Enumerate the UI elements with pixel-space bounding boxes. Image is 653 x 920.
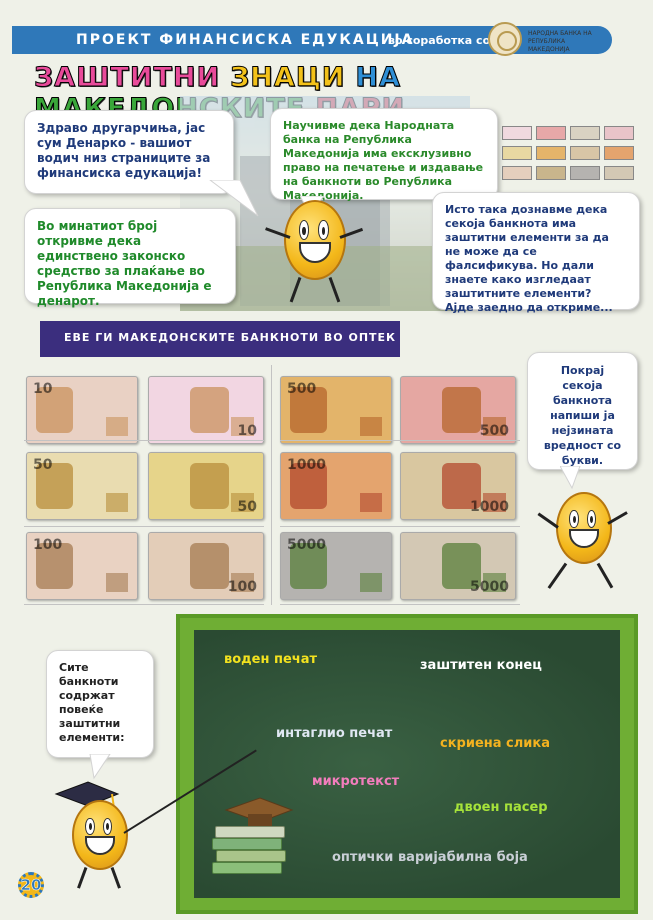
answer-line — [280, 604, 520, 605]
bank-seal-icon — [488, 22, 522, 56]
banknote-value: 10 — [237, 423, 257, 439]
security-term: двоен пасер — [454, 800, 548, 815]
bubble-learned: Научивме дека Народната банка на Републи… — [270, 108, 498, 202]
bubble-tail — [89, 754, 111, 780]
section-ribbon — [18, 321, 400, 363]
main-title-word: ЗНАЦИ — [230, 62, 346, 94]
banknote-back: 1000 — [400, 452, 516, 520]
main-title-word: ЗАШТИТНИ — [33, 62, 221, 94]
bank-name: НАРОДНА БАНКА НА РЕПУБЛИКА МАКЕДОНИЈА — [528, 30, 592, 53]
security-term: заштитен конец — [420, 658, 542, 673]
bubble-previous: Во минатиот број откривме дека единствен… — [24, 208, 236, 308]
banknote-front: 10 — [26, 376, 138, 444]
denarko-mascot — [556, 492, 612, 564]
banknote-back: 100 — [148, 532, 264, 600]
grid-divider — [271, 365, 272, 605]
header-title: ПРОЕКТ ФИНАНСИСКА ЕДУКАЦИЈА — [76, 32, 415, 48]
banknote-back: 10 — [148, 376, 264, 444]
bubble-tail — [209, 180, 259, 217]
banknote-value: 100 — [33, 537, 63, 553]
section-ribbon-title: ЕВЕ ГИ МАКЕДОНСКИТЕ БАНКНОТИ ВО ОПТЕК — [64, 331, 397, 344]
banknote-value: 10 — [33, 381, 53, 397]
banknote-value: 1000 — [470, 499, 509, 515]
bubble-intro: Здраво другарчиња, јас сум Денарко - ваш… — [24, 110, 234, 194]
page-number: 20 — [14, 872, 50, 898]
header-collab-text: во соработка со — [388, 34, 491, 47]
banknote-value: 500 — [479, 423, 509, 439]
banknote-value: 50 — [237, 499, 257, 515]
banknote-front: 5000 — [280, 532, 392, 600]
answer-line — [24, 440, 264, 441]
main-title-word: НА — [355, 62, 401, 94]
banknote-front: 100 — [26, 532, 138, 600]
security-term: оптички варијабилна боја — [332, 850, 528, 865]
security-term: микротекст — [312, 774, 400, 789]
banknote-value: 100 — [227, 579, 257, 595]
answer-line — [24, 604, 264, 605]
banknote-back: 50 — [148, 452, 264, 520]
answer-line — [24, 526, 264, 527]
question-cta: Ајде заедно да откриме... — [445, 301, 613, 314]
graduation-cap-icon — [224, 797, 294, 826]
banknote-value: 5000 — [470, 579, 509, 595]
banknote-thumbnails — [502, 126, 638, 184]
books-icon — [212, 812, 286, 882]
banknote-back: 500 — [400, 376, 516, 444]
banknote-value: 50 — [33, 457, 53, 473]
security-term: воден печат — [224, 652, 318, 667]
banknote-back: 5000 — [400, 532, 516, 600]
answer-line — [280, 526, 520, 527]
banknote-front: 50 — [26, 452, 138, 520]
answer-line — [280, 440, 520, 441]
banknote-value: 1000 — [287, 457, 326, 473]
bubble-tail — [560, 466, 581, 490]
page-number-text: 20 — [20, 876, 42, 895]
denarko-mascot — [284, 200, 346, 280]
security-term: интаглио печат — [276, 726, 393, 741]
bubble-elements: Сите банкноти содржат повеќе заштитни ел… — [46, 650, 154, 758]
banknote-value: 5000 — [287, 537, 326, 553]
bubble-task: Покрај секоја банкнота напиши ја нејзина… — [527, 352, 638, 470]
question-text: Исто така дознавме дека секоја банкнота … — [445, 203, 609, 300]
security-term: скриена слика — [440, 736, 550, 751]
banknote-front: 1000 — [280, 452, 392, 520]
bubble-question: Исто така дознавме дека секоја банкнота … — [432, 192, 640, 314]
banknote-front: 500 — [280, 376, 392, 444]
banknote-value: 500 — [287, 381, 317, 397]
denarko-mascot — [72, 800, 128, 870]
